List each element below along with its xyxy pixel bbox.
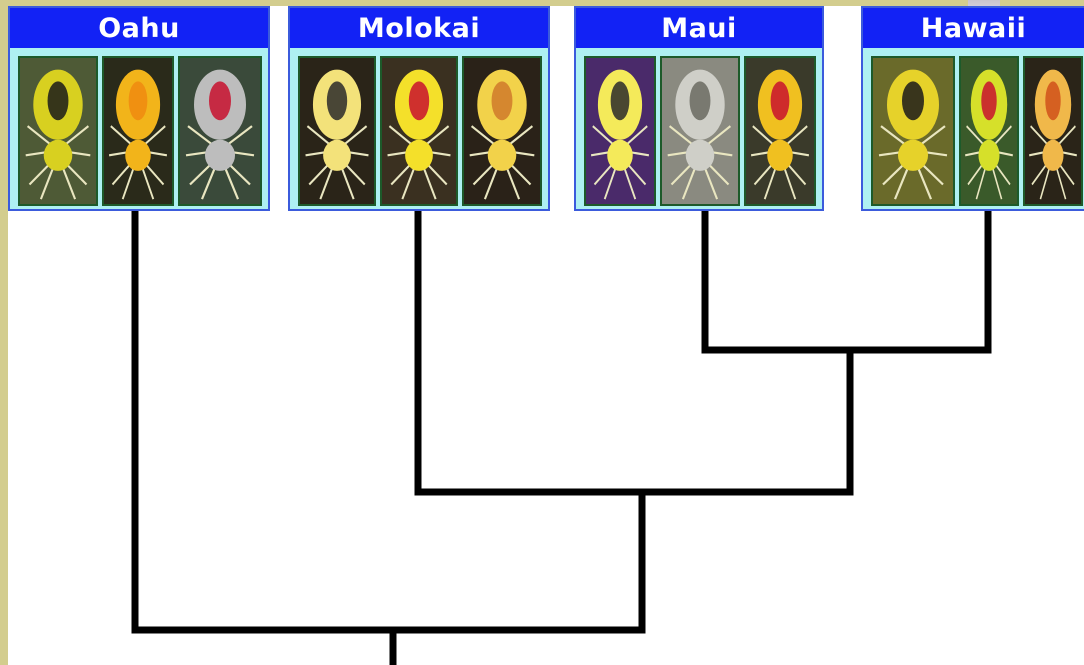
island-label-molokai: Molokai: [290, 8, 548, 48]
red-back-spider-icon: [180, 58, 260, 204]
green-yellow-spider-icon: [961, 58, 1017, 204]
spider-photo: [178, 56, 262, 206]
orange-yellow-spider-icon: [104, 58, 172, 204]
spider-photo: [102, 56, 174, 206]
yellow-spider-red-marks-icon: [382, 58, 456, 204]
spider-photo: [871, 56, 955, 206]
spider-photo: [380, 56, 458, 206]
island-panel-molokai: Molokai: [288, 6, 550, 211]
spider-photo: [18, 56, 98, 206]
orange-spider-icon: [1025, 58, 1081, 204]
spider-photo: [462, 56, 542, 206]
spider-photo: [744, 56, 816, 206]
spider-photo: [298, 56, 376, 206]
yellow-spider-black-spots-icon: [20, 58, 96, 204]
island-panel-oahu: Oahu: [8, 6, 270, 211]
pale-yellow-spider-icon: [300, 58, 374, 204]
island-label-maui: Maui: [576, 8, 822, 48]
spider-photo: [1023, 56, 1083, 206]
island-panel-hawaii: Hawaii: [861, 6, 1084, 211]
island-label-oahu: Oahu: [10, 8, 268, 48]
spider-photo: [584, 56, 656, 206]
yellow-orange-spider-icon: [464, 58, 540, 204]
spider-photo: [959, 56, 1019, 206]
island-panel-maui: Maui: [574, 6, 824, 211]
grey-spotted-spider-icon: [662, 58, 738, 204]
yellow-spider-purple-leaf-icon: [586, 58, 654, 204]
spider-photo: [660, 56, 740, 206]
red-black-back-spider-icon: [746, 58, 814, 204]
island-label-hawaii: Hawaii: [863, 8, 1084, 48]
slide-left-border: [0, 0, 8, 665]
slide-top-border: [0, 0, 1084, 6]
yellow-spider-black-marks-icon: [873, 58, 953, 204]
